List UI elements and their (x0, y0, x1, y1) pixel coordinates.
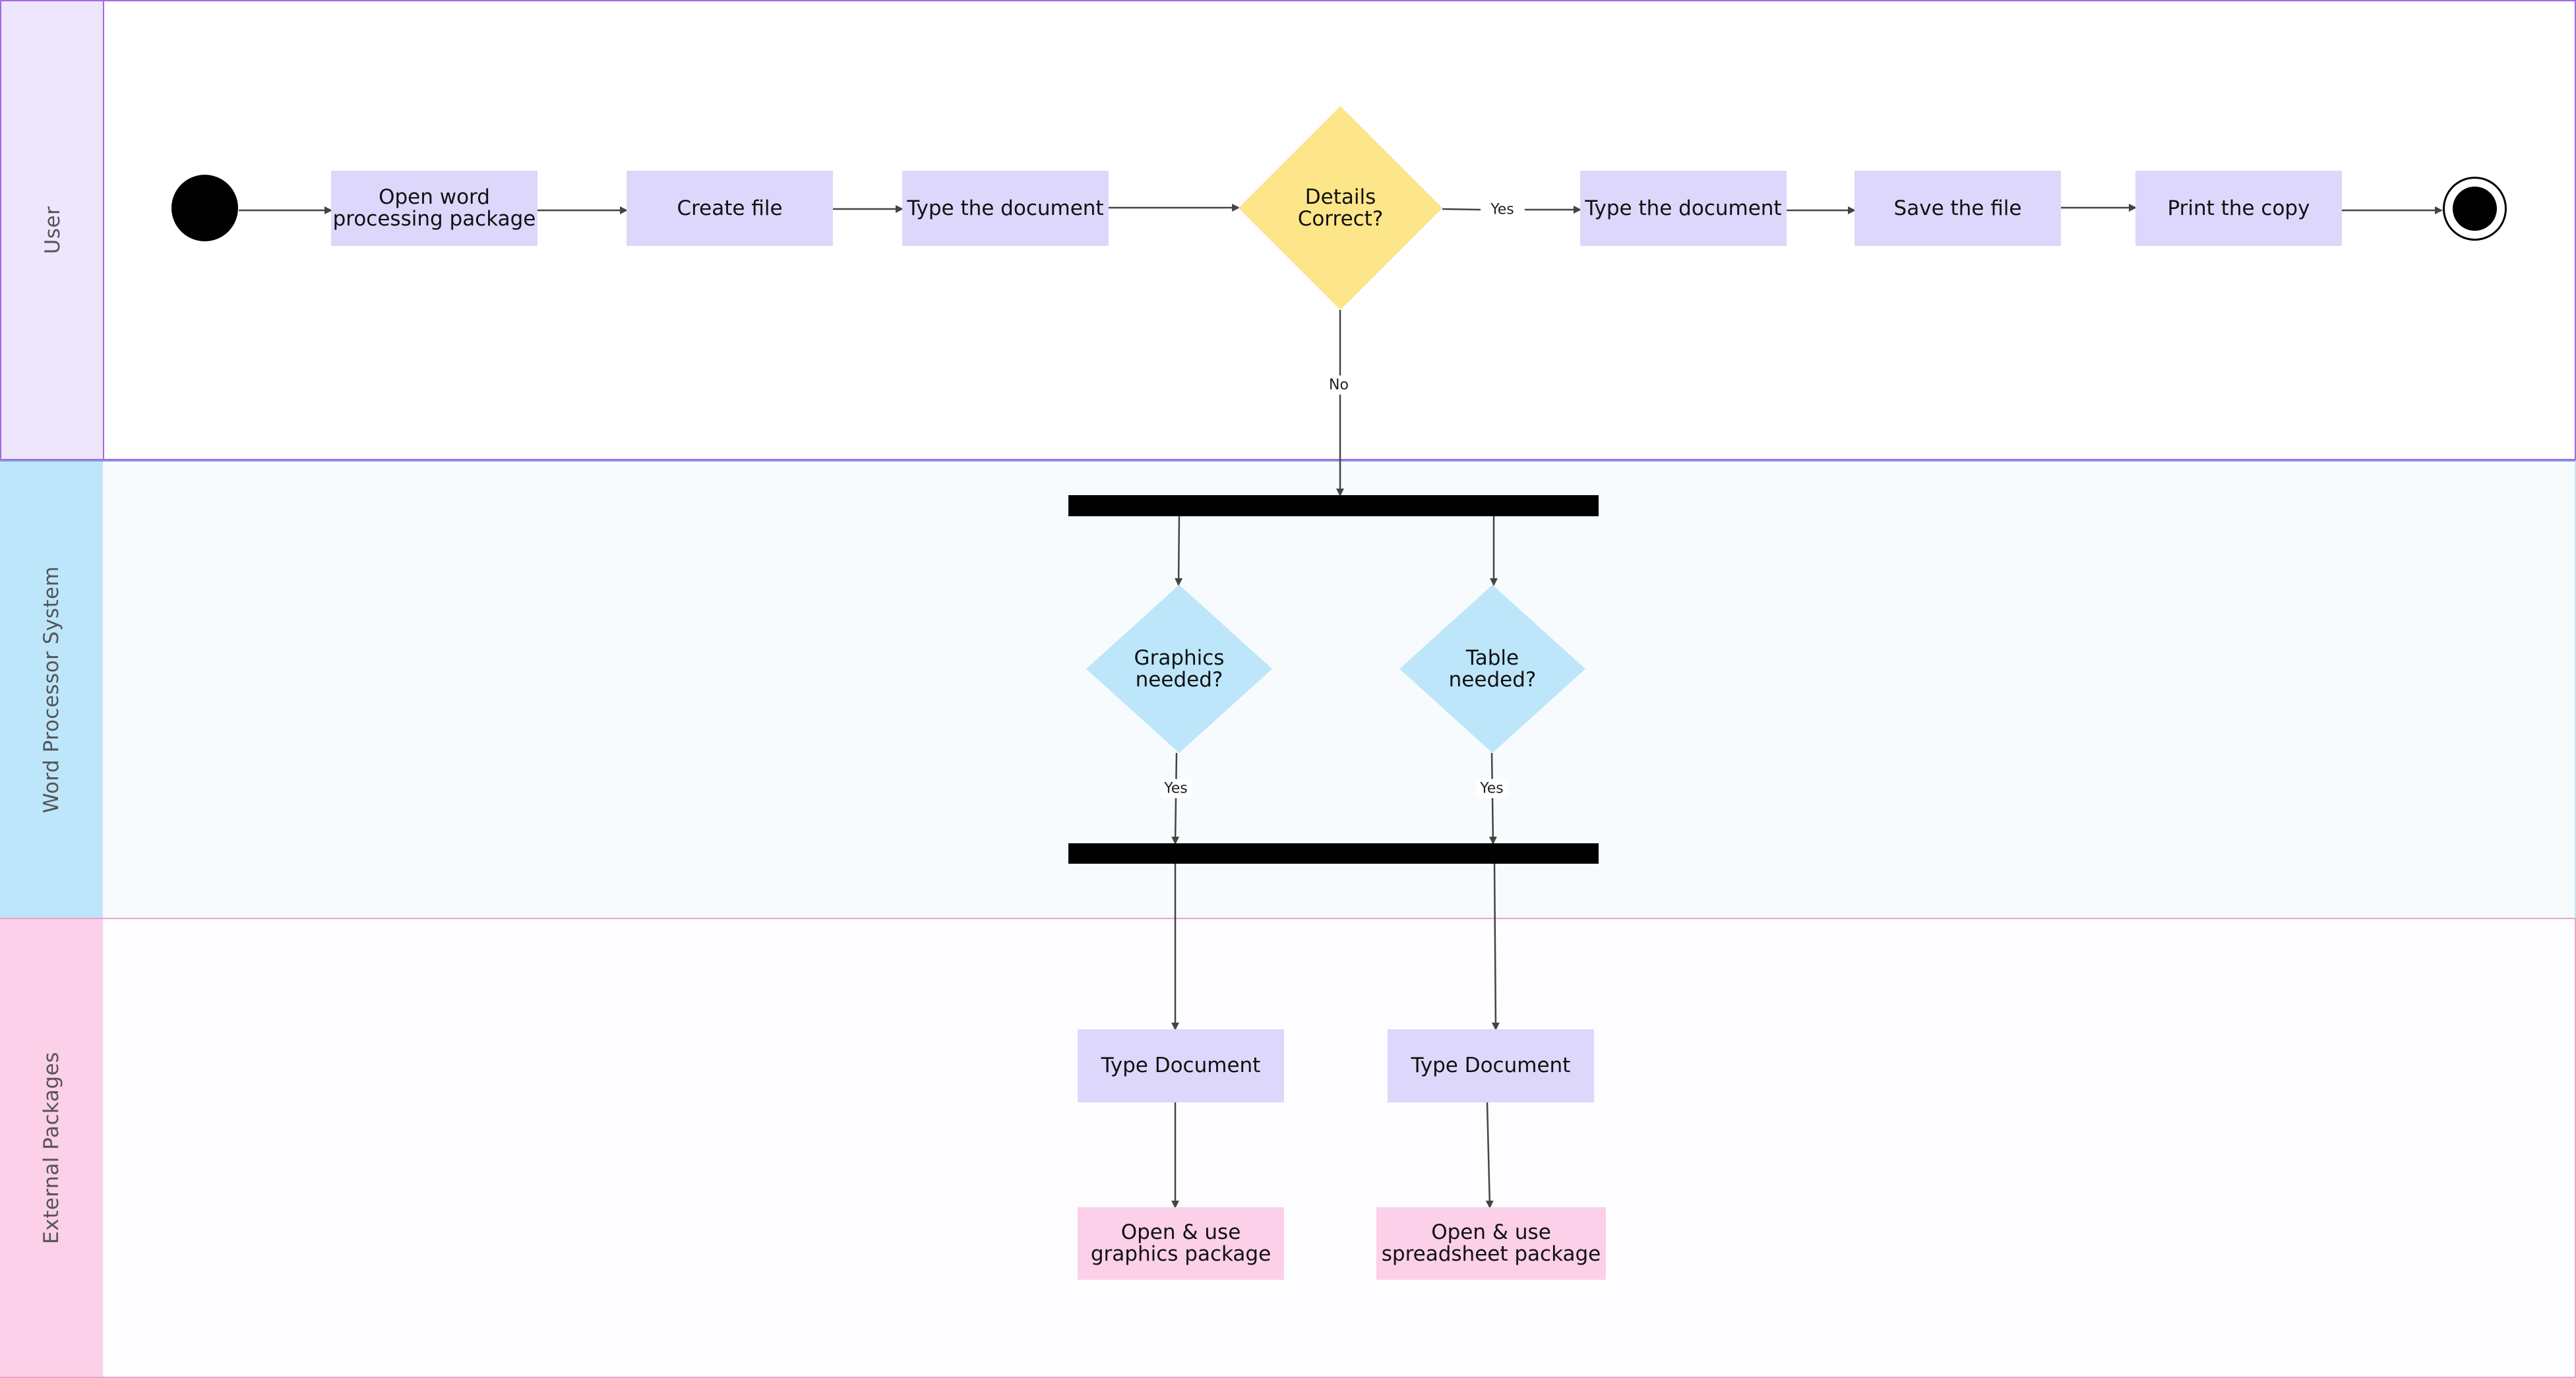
lane-user-header: User (1, 1, 104, 459)
decision-table-needed[interactable]: Table needed? (1399, 585, 1585, 753)
activity-type-document-graphics[interactable]: Type Document (1078, 1029, 1284, 1102)
activity-type-document-1[interactable]: Type the document (902, 171, 1109, 246)
activity-save-file-label: Save the file (1893, 196, 2022, 220)
activity-create-file[interactable]: Create file (627, 171, 833, 246)
activity-open-spreadsheet-package[interactable]: Open & use spreadsheet package (1376, 1207, 1606, 1280)
activity-open-graphics-package-label: Open & use graphics package (1090, 1220, 1272, 1266)
activity-type-document-table-label: Type Document (1411, 1054, 1571, 1077)
end-node-icon (2443, 177, 2507, 241)
activity-type-document-graphics-label: Type Document (1101, 1054, 1261, 1077)
edge-type-spreadsheet (1485, 1102, 1494, 1209)
activity-open-word-package-label: Open word processing package (332, 185, 536, 231)
lane-word-processor: Word Processor System (0, 460, 2576, 918)
activity-print-copy-label: Print the copy (2167, 196, 2310, 220)
activity-open-word-package[interactable]: Open word processing package (331, 171, 537, 246)
activity-type-document-2[interactable]: Type the document (1580, 171, 1787, 246)
edge-label-details-no: No (1325, 375, 1353, 395)
decision-table-needed-label: Table needed? (1448, 645, 1537, 692)
start-node-icon (171, 175, 238, 241)
edge-table-join (1488, 752, 1497, 845)
edge-join-type-b (1491, 863, 1500, 1031)
lane-external: External Packages (0, 918, 2576, 1378)
activity-type-document-2-label: Type the document (1585, 196, 1782, 220)
activity-type-document-table[interactable]: Type Document (1388, 1029, 1594, 1102)
activity-save-file[interactable]: Save the file (1855, 171, 2061, 246)
activity-open-graphics-package[interactable]: Open & use graphics package (1078, 1207, 1284, 1280)
join-bar (1068, 843, 1599, 864)
lane-external-header: External Packages (0, 919, 103, 1377)
activity-create-file-label: Create file (677, 196, 783, 220)
decision-details-correct[interactable]: Details Correct? (1239, 106, 1442, 310)
activity-type-document-1-label: Type the document (907, 196, 1104, 220)
edge-label-graphics-yes: Yes (1160, 779, 1192, 798)
edge-label-details-yes: Yes (1487, 200, 1518, 220)
edge-label-table-yes: Yes (1476, 779, 1508, 798)
edge-details-yes-a (1442, 208, 1481, 211)
lane-word-processor-header: Word Processor System (0, 462, 103, 918)
activity-open-spreadsheet-package-label: Open & use spreadsheet package (1381, 1220, 1601, 1266)
fork-bar (1068, 495, 1599, 516)
decision-graphics-needed[interactable]: Graphics needed? (1086, 585, 1272, 753)
edge-graphics-join (1171, 752, 1180, 845)
end-node-inner (2453, 187, 2497, 231)
decision-graphics-needed-label: Graphics needed? (1134, 645, 1225, 692)
decision-details-correct-label: Details Correct? (1297, 185, 1384, 231)
activity-print-copy[interactable]: Print the copy (2135, 171, 2342, 246)
